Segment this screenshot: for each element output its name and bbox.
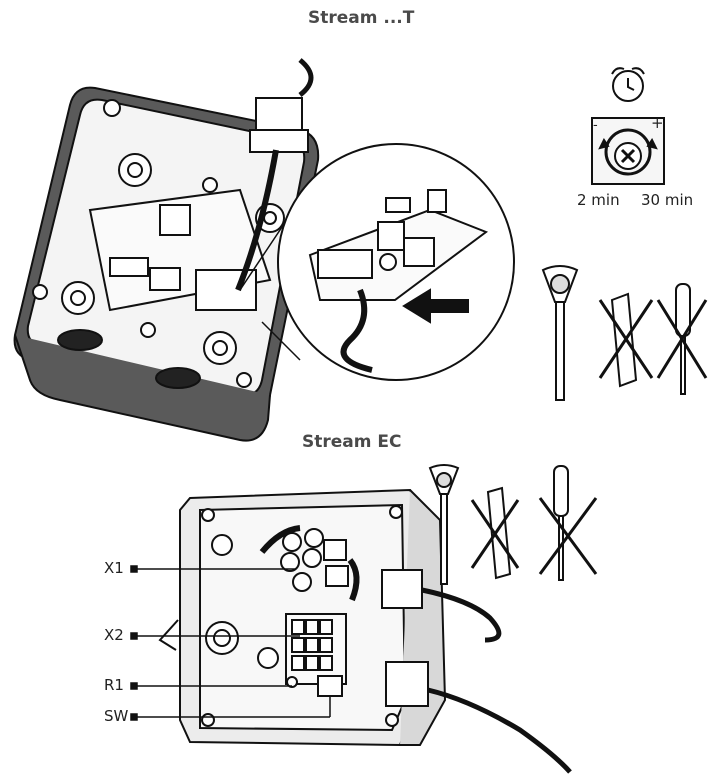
timer-min-label: 2 min — [577, 191, 620, 209]
title-stream-ec: Stream EC — [302, 432, 402, 452]
adjustment-tool-icon — [541, 265, 579, 401]
callout-sw: SW — [104, 707, 129, 725]
screwdriver-icon — [656, 283, 708, 395]
callout-x2: X2 — [104, 626, 124, 644]
adjustment-tool-icon-bottom — [428, 464, 460, 585]
screwdriver-icon-bottom — [538, 465, 598, 581]
stream-t-enclosure — [13, 58, 320, 442]
alarm-clock-icon — [611, 67, 645, 102]
utility-knife-icon — [598, 292, 654, 388]
timer-max-label: 30 min — [641, 191, 694, 209]
timer-minus-label: - — [593, 118, 598, 133]
callout-x1: X1 — [104, 559, 124, 577]
timer-plus-label: + — [651, 114, 664, 132]
magnified-pcb-view — [239, 143, 515, 381]
utility-knife-icon-bottom — [470, 486, 520, 580]
callout-leaders — [130, 565, 331, 721]
tools-row-top — [541, 265, 708, 401]
tools-row-bottom — [428, 464, 598, 585]
stream-ec-enclosure — [158, 488, 572, 774]
callout-r1: R1 — [104, 676, 124, 694]
timer-adjust-panel — [591, 117, 665, 185]
title-stream-t: Stream ...T — [308, 8, 415, 28]
